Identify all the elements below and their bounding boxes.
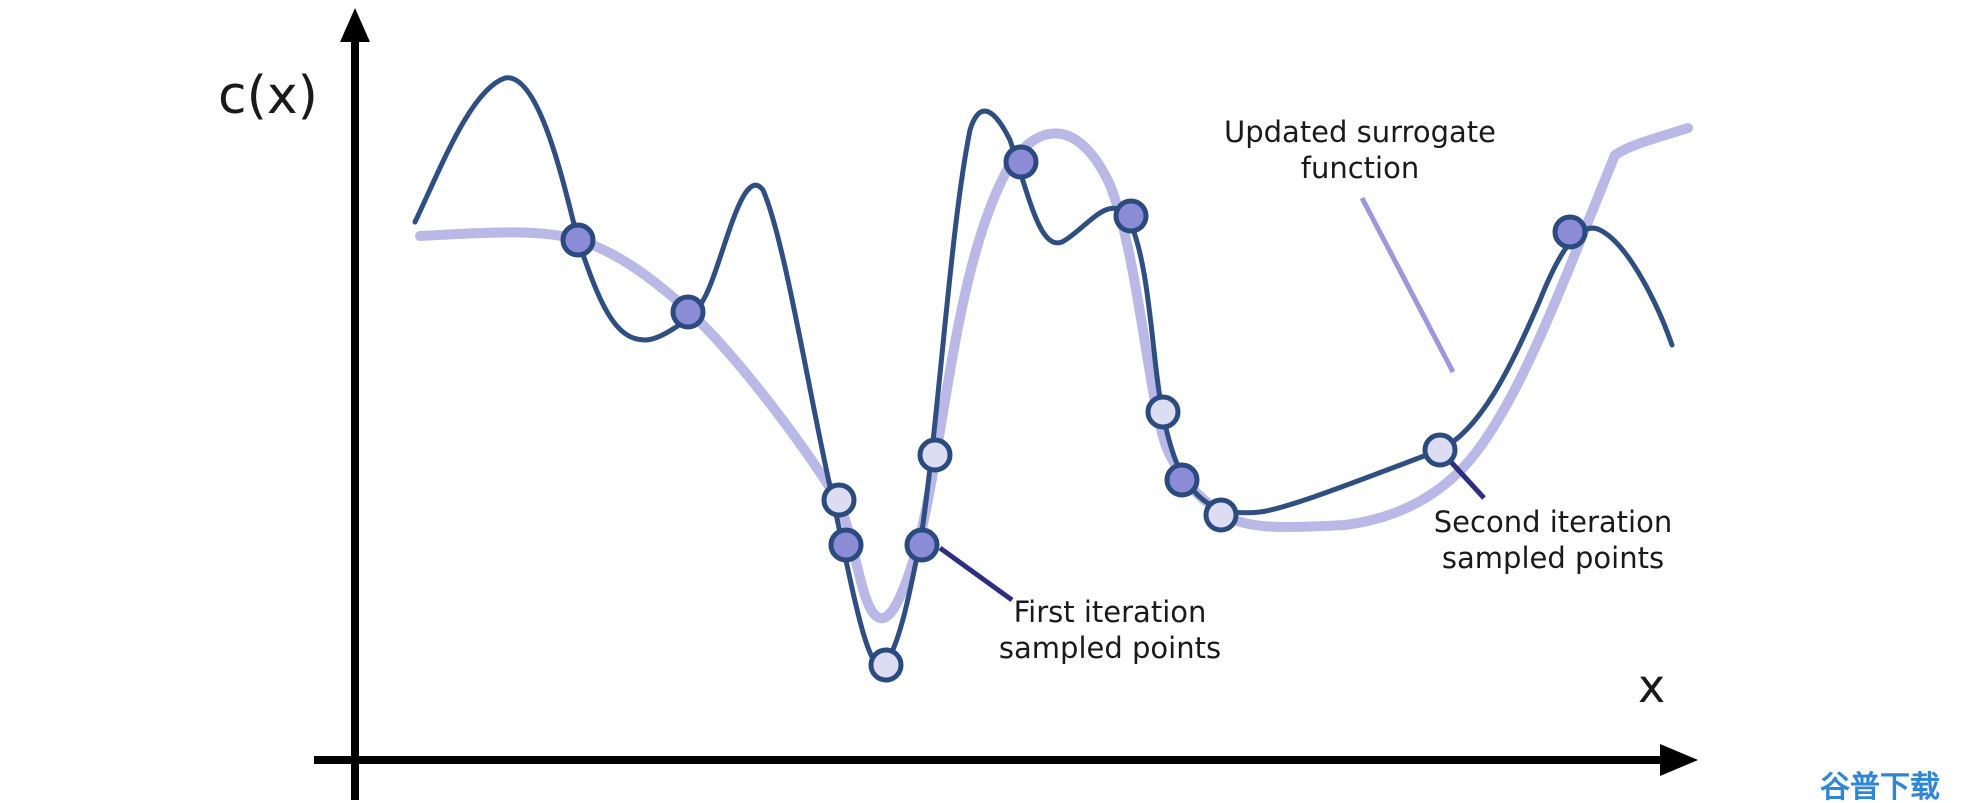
first-iteration-annotation-line-2: sampled points [999, 631, 1221, 665]
second-iteration-annotation-line-2: sampled points [1442, 541, 1664, 575]
first-iteration-point [1113, 198, 1149, 234]
second-iteration-point [1203, 497, 1239, 533]
second-iteration-point [1145, 394, 1181, 430]
objective-function-curve [412, 75, 1675, 669]
surrogate-function-curve [415, 123, 1693, 624]
x-axis-label: x [1638, 659, 1665, 713]
surrogate-annotation-line-1: Updated surrogate [1224, 115, 1496, 149]
second-iteration-point [868, 647, 904, 683]
x-axis-arrow-icon [1660, 744, 1698, 776]
surrogate-annotation-line-2: function [1301, 151, 1419, 185]
second-iteration-point [821, 482, 857, 518]
second-iteration-point [917, 437, 953, 473]
axes [314, 8, 1698, 800]
first-iteration-point [670, 294, 706, 330]
watermark-logo: 谷普下载 [1820, 770, 1940, 803]
first-iteration-points [560, 144, 1588, 563]
second-iteration-annotation-line-1: Second iteration [1434, 505, 1672, 539]
first-iteration-point [828, 527, 864, 563]
y-axis-label: c(x) [218, 66, 318, 126]
first-iteration-point [1003, 144, 1039, 180]
surrogate-pointer-line [1359, 196, 1456, 374]
y-axis-arrow-icon [340, 8, 370, 42]
second-iteration-point [1422, 432, 1458, 468]
second-iteration-points [821, 394, 1458, 683]
first-iteration-annotation-line-1: First iteration [1014, 595, 1207, 629]
first-iteration-point [1552, 214, 1588, 250]
first-iteration-point [1164, 462, 1200, 498]
first-iteration-pointer-line [938, 545, 1014, 603]
first-iteration-point [904, 527, 940, 563]
first-iteration-point [560, 222, 596, 258]
